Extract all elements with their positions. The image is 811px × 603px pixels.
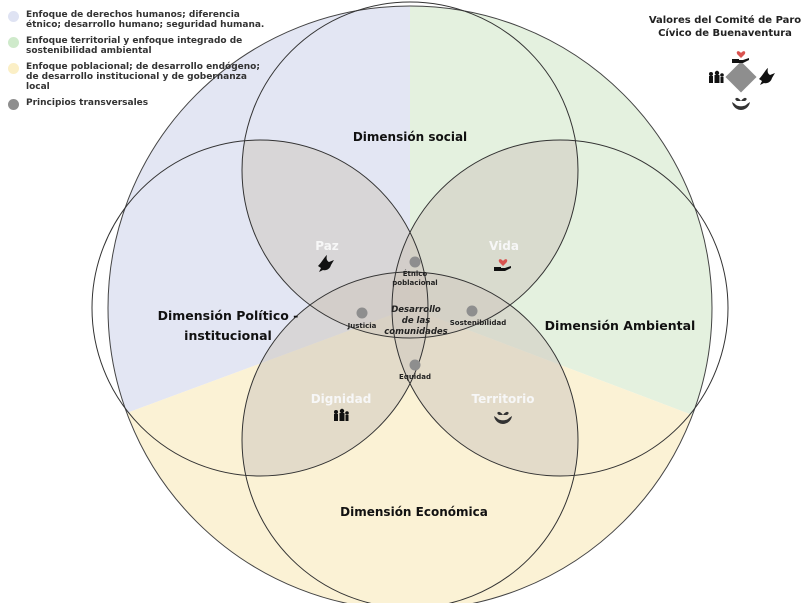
label-dimension-politico-1: Dimensión Político - <box>158 308 299 323</box>
label-center-3: comunidades <box>384 327 447 337</box>
plant-in-hands-icon <box>494 411 512 424</box>
legend-swatch-gray <box>8 99 19 110</box>
label-value-paz: Paz <box>315 239 339 253</box>
legend-label: Principios transversales <box>26 98 149 108</box>
label-center-1: Desarrollo <box>391 305 441 315</box>
values-title: Valores del Comité de Paro Cívico de Bue… <box>645 14 805 40</box>
dot-justicia <box>356 307 368 319</box>
legend-label: Enfoque de derechos humanos; diferencia … <box>26 10 265 30</box>
label-value-territorio: Territorio <box>472 392 535 406</box>
legend-item-derechos: Enfoque de derechos humanos; diferencia … <box>6 10 266 30</box>
label-dimension-politico-2: institucional <box>184 328 272 343</box>
principle-dots <box>356 256 478 371</box>
plant-in-hands-icon <box>732 97 750 110</box>
heart-in-hand-icon <box>494 259 511 271</box>
legend-item-transversales: Principios transversales <box>6 98 266 110</box>
label-center-2: de las <box>402 316 431 326</box>
dot-etnico <box>409 256 421 268</box>
values-title-line-1: Valores del Comité de Paro <box>648 15 802 26</box>
people-icon <box>709 70 724 83</box>
values-title-line-2: Cívico de Buenaventura <box>658 28 792 39</box>
dove-icon <box>318 255 334 272</box>
heart-in-hand-icon <box>732 51 749 63</box>
dot-equidad <box>409 359 421 371</box>
legend-item-poblacional: Enfoque poblacional; de desarrollo endóg… <box>6 62 266 92</box>
dot-sostenibilidad <box>466 305 478 317</box>
values-cluster <box>709 51 775 110</box>
outer-circle <box>107 5 713 603</box>
label-principle-justicia: Justicia <box>347 322 377 330</box>
label-dimension-economica: Dimensión Económica <box>340 505 488 519</box>
legend-swatch-blue <box>8 11 19 22</box>
people-icon <box>334 408 349 421</box>
label-principle-etnico-2: poblacional <box>392 279 437 287</box>
legend: Enfoque de derechos humanos; diferencia … <box>6 10 266 114</box>
label-dimension-social: Dimensión social <box>353 130 467 144</box>
legend-label: Enfoque territorial y enfoque integrado … <box>26 36 243 56</box>
label-principle-equidad: Equidad <box>399 373 431 381</box>
circle-ambiental <box>391 139 729 477</box>
label-dimension-ambiental: Dimensión Ambiental <box>545 318 696 333</box>
legend-label: Enfoque poblacional; de desarrollo endóg… <box>26 62 260 92</box>
gray-diamond <box>725 61 757 93</box>
legend-swatch-green <box>8 37 19 48</box>
label-principle-etnico-1: Étnico <box>403 269 428 278</box>
legend-item-territorial: Enfoque territorial y enfoque integrado … <box>6 36 266 56</box>
circle-economica <box>241 271 579 603</box>
legend-swatch-yellow <box>8 63 19 74</box>
circle-social <box>241 1 579 339</box>
label-principle-sostenibilidad: Sostenibilidad <box>450 319 506 327</box>
label-value-vida: Vida <box>489 239 519 253</box>
dove-icon <box>759 68 775 85</box>
label-value-dignidad: Dignidad <box>311 392 372 406</box>
circle-politico <box>91 139 429 477</box>
